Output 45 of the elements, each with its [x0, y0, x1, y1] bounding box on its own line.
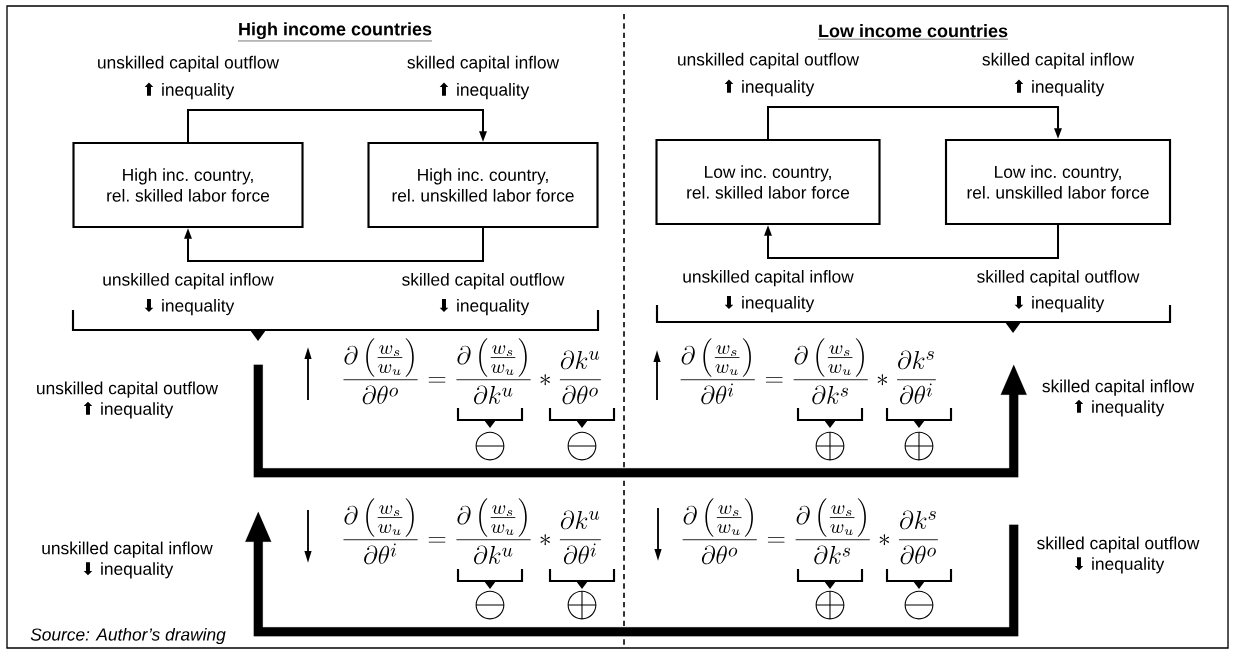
flow-note: skilled capital outflow ⬇ inequality: [1037, 536, 1200, 574]
equation: $\frac{\partial\left(\frac{w_s}{w_u}\right)}{\partial\theta^o}=\frac{\partial\left(\frac{w_s}{w_u}\right)}{\partial k^s}*\frac{\partial k^s}{\partial\theta^o}$: [682, 498, 938, 565]
flow-note: skilled capital outflow: [402, 273, 565, 290]
flow-note: skilled capital outflow: [977, 270, 1140, 287]
arrow: [253, 364, 1027, 478]
sign-symbol: $\ominus$: [475, 431, 505, 461]
heading: High income countries: [237, 22, 433, 42]
arrow: [245, 511, 1019, 637]
sign-symbol: $\ominus$: [904, 590, 934, 620]
heading: Low income countries: [817, 24, 1009, 40]
flow-note: unskilled capital outflow: [98, 55, 280, 72]
arrow: [764, 224, 1059, 260]
source-note: Source: Author’s drawing: [30, 627, 226, 645]
flow-note: unskilled capital inflow ⬇ inequality: [42, 541, 213, 579]
sign-symbol: $\oplus$: [815, 431, 845, 461]
flow-note: ⬆ inequality: [144, 82, 235, 100]
flow-note: ⬆ inequality: [724, 79, 815, 97]
equation: $\frac{\partial\left(\frac{w_s}{w_u}\right)}{\partial\theta^i}=\frac{\partial\left(\frac{w_s}{w_u}\right)}{\partial k^s}*\frac{\partial k^s}{\partial\theta^i}$: [680, 338, 936, 405]
sign-symbol: $\ominus$: [567, 431, 597, 461]
country-box: High inc. country, rel. unskilled labor force: [367, 141, 599, 229]
flow-note: ⬇ inequality: [724, 295, 815, 313]
flow-note: unskilled capital outflow ⬆ inequality: [37, 381, 219, 419]
sign-symbol: $\oplus$: [567, 590, 597, 620]
flow-note: ⬇ inequality: [144, 298, 235, 316]
arrow: [184, 227, 484, 263]
sign-symbol: $\oplus$: [904, 431, 934, 461]
flow-note: unskilled capital inflow: [103, 273, 274, 290]
flow-note: unskilled capital outflow: [678, 52, 860, 69]
equation: $\frac{\partial\left(\frac{w_s}{w_u}\right)}{\partial\theta^i}=\frac{\partial\left(\frac{w_s}{w_u}\right)}{\partial k^u}*\frac{\partial k^u}{\partial\theta^i}$: [343, 498, 601, 565]
sign-symbol: $\ominus$: [475, 590, 505, 620]
country-box: Low inc. country, rel. unskilled labor force: [944, 138, 1172, 226]
equation: $\frac{\partial\left(\frac{w_s}{w_u}\right)}{\partial\theta^o}=\frac{\partial\left(\frac{w_s}{w_u}\right)}{\partial k^u}*\frac{\partial k^u}{\partial\theta^o}$: [343, 338, 601, 405]
flow-note: unskilled capital inflow: [683, 270, 854, 287]
sign-symbol: $\oplus$: [815, 590, 845, 620]
arrow: [187, 108, 487, 143]
flow-note: ⬆ inequality: [439, 82, 530, 100]
flow-note: skilled capital inflow: [407, 55, 560, 72]
flow-note: ⬇ inequality: [439, 298, 530, 316]
flow-note: skilled capital inflow: [982, 52, 1135, 69]
flow-note: ⬆ inequality: [1014, 79, 1105, 97]
country-box: Low inc. country, rel. skilled labor force: [655, 138, 881, 226]
flow-note: skilled capital inflow ⬆ inequality: [1042, 379, 1195, 417]
flow-note: ⬇ inequality: [1014, 295, 1105, 313]
country-box: High inc. country, rel. skilled labor force: [72, 141, 304, 229]
arrow: [767, 105, 1062, 140]
